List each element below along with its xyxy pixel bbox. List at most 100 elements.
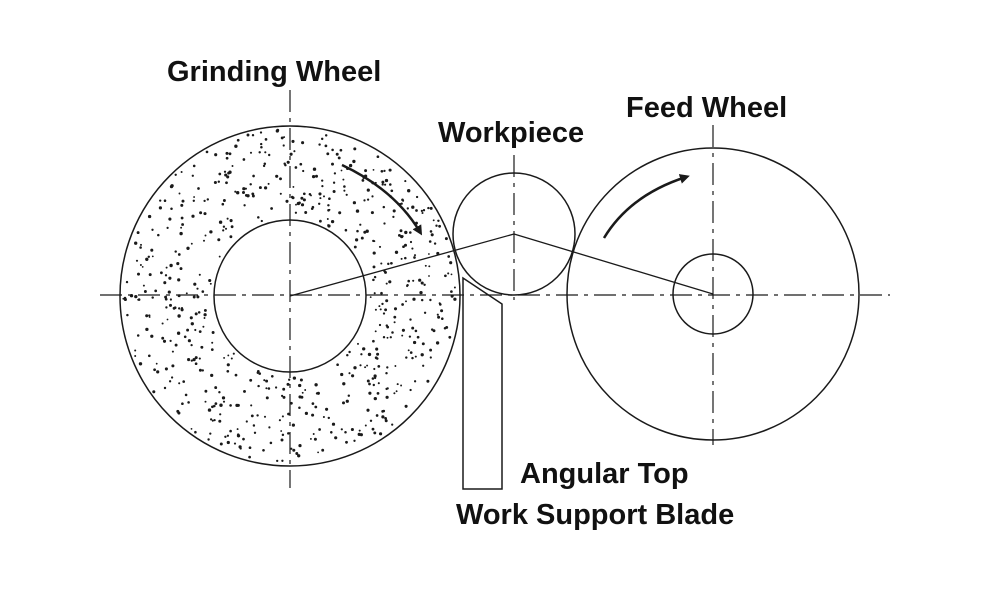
- abrasive-grain: [438, 303, 442, 306]
- abrasive-grain: [344, 228, 348, 232]
- abrasive-grain: [441, 317, 444, 320]
- abrasive-grain: [286, 382, 290, 386]
- abrasive-grain: [221, 202, 225, 206]
- abrasive-grain: [209, 282, 212, 285]
- abrasive-grain: [381, 410, 384, 413]
- abrasive-grain: [324, 144, 328, 148]
- abrasive-grain: [312, 433, 315, 435]
- abrasive-grain: [414, 355, 417, 358]
- abrasive-grain: [203, 212, 207, 216]
- abrasive-grain: [230, 357, 233, 360]
- abrasive-grain: [298, 395, 302, 399]
- abrasive-grain: [276, 128, 280, 132]
- abrasive-grain: [445, 325, 449, 329]
- abrasive-grain: [321, 184, 324, 188]
- abrasive-grain: [334, 436, 338, 440]
- abrasive-grain: [377, 382, 380, 385]
- abrasive-grain: [437, 315, 441, 319]
- abrasive-grain: [350, 427, 354, 432]
- abrasive-grain: [325, 407, 329, 411]
- abrasive-grain: [205, 150, 209, 154]
- workpiece-label: Workpiece: [438, 117, 585, 149]
- abrasive-grain: [376, 352, 380, 356]
- abrasive-grain: [365, 229, 369, 233]
- abrasive-grain: [298, 201, 301, 205]
- abrasive-grain: [360, 236, 364, 240]
- abrasive-grain: [180, 216, 184, 220]
- abrasive-grain: [162, 339, 167, 343]
- abrasive-grain: [176, 331, 181, 335]
- abrasive-grain: [375, 414, 379, 417]
- abrasive-grain: [209, 418, 213, 421]
- abrasive-grain: [226, 434, 230, 437]
- abrasive-grain: [169, 339, 172, 343]
- abrasive-grain: [217, 238, 221, 242]
- abrasive-grain: [167, 290, 171, 294]
- abrasive-grain: [179, 267, 183, 271]
- abrasive-grain: [423, 311, 427, 314]
- abrasive-grain: [151, 228, 154, 231]
- abrasive-grain: [135, 259, 139, 262]
- abrasive-grain: [309, 437, 312, 440]
- abrasive-grain: [243, 389, 246, 393]
- abrasive-grain: [393, 307, 398, 311]
- abrasive-grain: [259, 131, 263, 134]
- abrasive-grain: [420, 281, 424, 285]
- abrasive-grain: [182, 380, 186, 383]
- abrasive-grain: [406, 207, 409, 210]
- abrasive-grain: [285, 199, 289, 203]
- abrasive-grain: [293, 150, 296, 153]
- abrasive-grain: [429, 356, 432, 359]
- abrasive-grain: [174, 173, 177, 176]
- abrasive-grain: [380, 262, 383, 265]
- abrasive-grain: [264, 138, 268, 141]
- abrasive-grain: [279, 177, 282, 181]
- abrasive-grain: [331, 148, 334, 152]
- abrasive-grain: [291, 423, 295, 427]
- abrasive-grain: [288, 378, 291, 381]
- abrasive-grain: [356, 229, 359, 233]
- abrasive-grain: [221, 396, 226, 400]
- abrasive-grain: [225, 181, 228, 185]
- abrasive-grain: [217, 180, 220, 183]
- abrasive-grain: [372, 339, 375, 343]
- abrasive-grain: [412, 279, 415, 282]
- abrasive-grain: [346, 353, 349, 357]
- abrasive-grain: [345, 193, 348, 196]
- abrasive-grain: [219, 403, 223, 407]
- abrasive-grain: [366, 408, 370, 412]
- abrasive-grain: [287, 412, 290, 416]
- abrasive-grain: [321, 448, 325, 452]
- abrasive-grain: [435, 341, 440, 345]
- work-support-blade: [462, 276, 503, 490]
- abrasive-grain: [449, 261, 453, 265]
- abrasive-grain: [290, 195, 294, 199]
- abrasive-grain: [177, 253, 181, 256]
- abrasive-grain: [384, 178, 389, 183]
- abrasive-grain: [171, 364, 175, 368]
- abrasive-grain: [411, 247, 414, 250]
- abrasive-grain: [211, 331, 215, 334]
- abrasive-grain: [374, 308, 377, 311]
- abrasive-grain: [453, 286, 456, 289]
- abrasive-grain: [453, 297, 457, 301]
- abrasive-grain: [424, 264, 427, 267]
- abrasive-grain: [392, 209, 396, 213]
- abrasive-grain: [263, 162, 267, 166]
- abrasive-grain: [134, 241, 138, 245]
- abrasive-grain: [122, 297, 125, 300]
- abrasive-grain: [234, 144, 238, 148]
- abrasive-grain: [192, 357, 196, 362]
- abrasive-grain: [440, 309, 444, 313]
- abrasive-grain: [290, 401, 293, 405]
- abrasive-grain: [385, 371, 388, 375]
- abrasive-grain: [225, 156, 229, 160]
- grinding-wheel-outer: [119, 125, 461, 467]
- abrasive-grain: [232, 352, 235, 355]
- abrasive-grain: [145, 327, 149, 332]
- abrasive-grain: [302, 192, 306, 196]
- abrasive-grain: [391, 331, 394, 334]
- abrasive-grain: [158, 206, 162, 210]
- abrasive-grain: [153, 368, 156, 372]
- abrasive-grain: [165, 266, 168, 269]
